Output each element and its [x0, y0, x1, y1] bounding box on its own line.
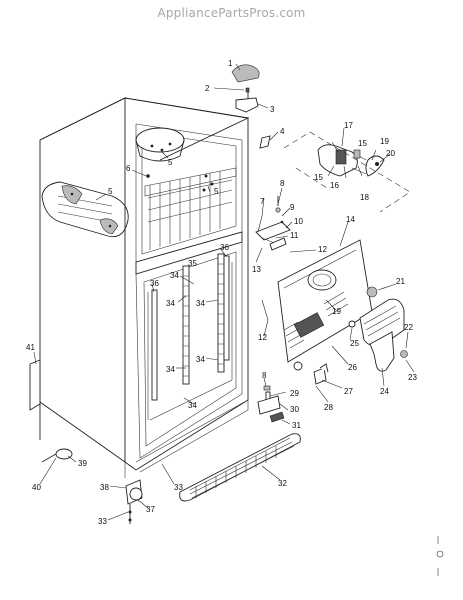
callout-34b: 34: [166, 299, 175, 308]
evaporator-fan-assembly: [317, 144, 385, 177]
callout-29: 29: [290, 389, 299, 398]
callout-41: 41: [26, 343, 35, 352]
leader-lines: [33, 63, 415, 521]
callout-33a: 33: [174, 483, 183, 492]
callout-34d: 34: [196, 355, 205, 364]
callout-4: 4: [280, 127, 285, 136]
callout-15b: 15: [314, 173, 323, 182]
hinge-plug-icon: [259, 135, 271, 149]
fan-guide-lines: [283, 131, 411, 213]
callout-26: 26: [348, 363, 357, 372]
callout-10: 10: [294, 217, 303, 226]
callout-34a: 34: [170, 271, 179, 280]
callout-15a: 15: [358, 139, 367, 148]
callout-5c: 5: [214, 187, 219, 196]
hinge-screw-icon: [245, 87, 250, 93]
callout-31: 31: [292, 421, 301, 430]
top-hinge-assembly: [231, 64, 271, 149]
callout-38: 38: [100, 483, 109, 492]
callout-7: 7: [260, 197, 265, 206]
callout-21: 21: [396, 277, 405, 286]
callout-37: 37: [146, 505, 155, 514]
callout-8b: 8: [262, 371, 267, 380]
callout-1: 1: [228, 59, 233, 68]
callout-34c: 34: [196, 299, 205, 308]
callout-25: 25: [350, 339, 359, 348]
callout-2: 2: [205, 84, 210, 93]
hinge-cover-icon: [231, 64, 260, 83]
screws-5-right: [202, 174, 214, 192]
lower-hardware: [257, 361, 329, 423]
callout-8a: 8: [280, 179, 285, 188]
callout-40: 40: [32, 483, 41, 492]
callout-14: 14: [346, 215, 355, 224]
callout-5a: 5: [168, 158, 173, 167]
control-housing: [348, 286, 408, 372]
callout-34f: 34: [188, 401, 197, 410]
callout-39: 39: [78, 459, 87, 468]
callout-33b: 33: [98, 517, 107, 526]
callout-16: 16: [330, 181, 339, 190]
top-hinge-icon: [235, 97, 259, 113]
knob-icon: [400, 350, 408, 358]
callout-18: 18: [360, 193, 369, 202]
callout-35: 35: [188, 259, 197, 268]
callout-23: 23: [408, 373, 417, 382]
callout-12a: 12: [318, 245, 327, 254]
shelf-rail-36-right: [223, 255, 230, 361]
shelf-rail-36-left: [151, 289, 158, 401]
callout-24: 24: [380, 387, 389, 396]
callout-22: 22: [404, 323, 413, 332]
callout-34e: 34: [166, 365, 175, 374]
callout-9: 9: [290, 203, 295, 212]
callout-19b: 19: [332, 307, 341, 316]
callout-28: 28: [324, 403, 333, 412]
side-heater-loop: [41, 181, 129, 238]
light-bulb-icon: [366, 286, 378, 298]
callout-labels: 1 2 3 4 5 5 5 6 7 8 8 9 10 11 12 12 13 1…: [26, 59, 417, 526]
refrigerator-cabinet: [39, 97, 250, 478]
side-panel-41: [29, 359, 41, 411]
callout-32: 32: [278, 479, 287, 488]
callout-36b: 36: [220, 243, 229, 252]
callout-5b: 5: [108, 187, 113, 196]
callout-6: 6: [126, 164, 131, 173]
leveler-roller: [41, 448, 143, 524]
callout-12b: 12: [258, 333, 267, 342]
corner-marks: [436, 536, 444, 576]
base-grille: [179, 433, 301, 502]
fan-blade-icon: [365, 155, 385, 177]
callout-27: 27: [344, 387, 353, 396]
bracket-10-icon: [255, 221, 291, 241]
callout-20: 20: [386, 149, 395, 158]
small-hardware: [146, 174, 291, 251]
callout-17: 17: [344, 121, 353, 130]
shelf-ladder-left: [182, 265, 190, 385]
callout-11: 11: [290, 231, 299, 240]
shelf-ladder-right: [217, 253, 225, 373]
callout-30: 30: [290, 405, 299, 414]
watermark: AppliancePartsPros.com: [157, 6, 306, 20]
control-knob-housing-icon: [369, 331, 395, 372]
callout-19a: 19: [380, 137, 389, 146]
freezer-top-fan: [135, 127, 185, 162]
callout-3: 3: [270, 105, 275, 114]
callout-36a: 36: [150, 279, 159, 288]
callout-13: 13: [252, 265, 261, 274]
